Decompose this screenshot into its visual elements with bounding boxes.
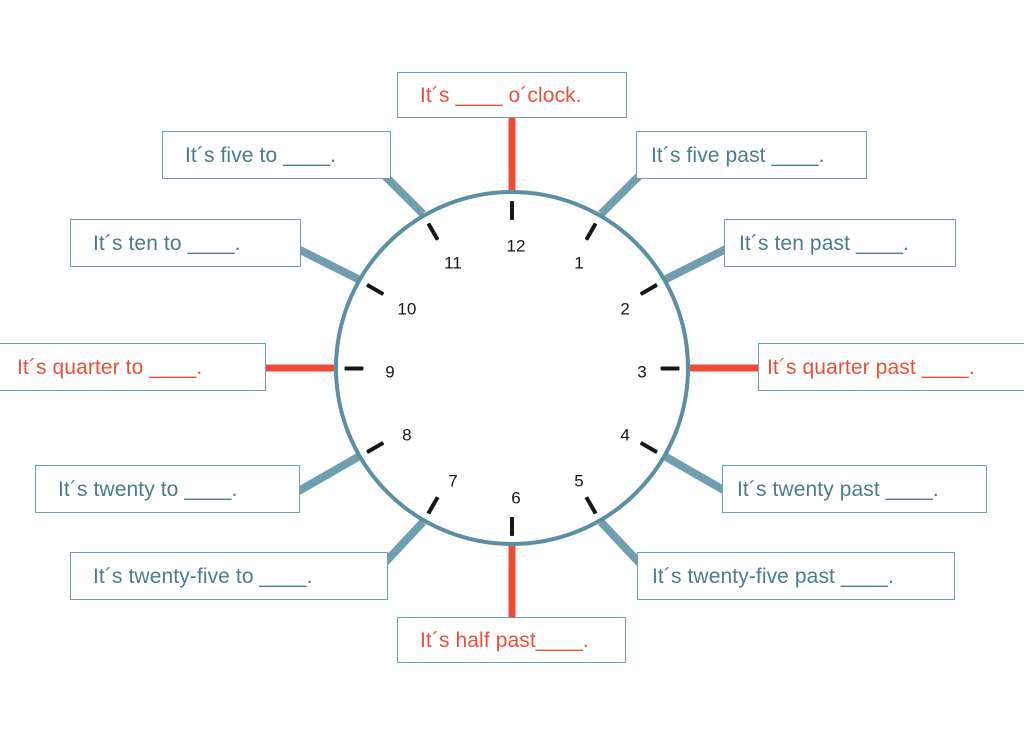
connector-twenty-to [295,453,360,496]
phrase-label-five-past: It´s five past ____. [651,143,825,167]
phrase-box-twenty-past[interactable]: It´s twenty past ____. [722,465,987,513]
clock-numeral-11: 11 [444,253,462,273]
clock-tick-11 [426,221,440,241]
connector-ten-to [294,244,360,283]
clock-numeral-2: 2 [620,299,630,319]
phrase-box-quarter-to[interactable]: It´s quarter to ____. [0,343,266,391]
clock-tick-12 [510,200,514,220]
phrase-label-five-to: It´s five to ____. [185,143,337,167]
clock-numeral-8: 8 [402,425,412,445]
clock-numeral-6: 6 [511,488,521,508]
phrase-box-half-past[interactable]: It´s half past____. [397,617,626,663]
phrase-label-twenty-five-to: It´s twenty-five to ____. [93,564,313,588]
clock-tick-7 [426,495,440,515]
phrase-box-ten-past[interactable]: It´s ten past ____. [724,219,956,267]
phrase-box-twenty-five-past[interactable]: It´s twenty-five past ____. [637,552,955,600]
clock-tick-6 [510,516,514,536]
phrase-label-ten-to: It´s ten to ____. [93,231,241,255]
connector-ten-past [664,244,730,283]
phrase-box-five-past[interactable]: It´s five past ____. [636,131,867,179]
phrase-label-half-past: It´s half past____. [420,628,589,652]
clock-tick-1 [584,221,598,241]
phrase-label-quarter-to: It´s quarter to ____. [17,355,203,379]
phrase-box-quarter-past[interactable]: It´s quarter past ____. [758,343,1024,391]
clock-numeral-9: 9 [385,362,395,382]
phrase-label-quarter-past: It´s quarter past ____. [767,355,975,379]
phrase-box-oclock[interactable]: It´s ____ o´clock. [397,72,627,118]
connector-twenty-past [664,453,729,496]
phrase-label-twenty-five-past: It´s twenty-five past ____. [652,564,894,588]
phrase-label-twenty-to: It´s twenty to ____. [58,477,238,501]
clock-numeral-7: 7 [448,471,458,491]
phrase-box-twenty-to[interactable]: It´s twenty to ____. [35,465,300,513]
clock-numeral-5: 5 [574,471,584,491]
clock-tick-9 [344,366,364,370]
phrase-box-five-to[interactable]: It´s five to ____. [162,131,391,179]
clock-numeral-4: 4 [620,425,630,445]
clock-numeral-3: 3 [637,362,647,382]
phrase-box-twenty-five-to[interactable]: It´s twenty-five to ____. [70,552,388,600]
clock-tick-4 [639,440,659,454]
clock-tick-3 [660,366,680,370]
clock-tick-2 [639,282,659,296]
clock-numeral-10: 10 [397,299,417,319]
clock-numeral-12: 12 [506,236,526,256]
phrase-label-ten-past: It´s ten past ____. [739,231,910,255]
clock-tick-8 [365,440,385,454]
phrase-label-twenty-past: It´s twenty past ____. [737,477,939,501]
clock-numeral-1: 1 [574,253,584,273]
phrase-label-oclock: It´s ____ o´clock. [420,83,582,107]
clock-tick-5 [584,495,598,515]
clock-tick-10 [365,282,385,296]
phrase-box-ten-to[interactable]: It´s ten to ____. [70,219,301,267]
